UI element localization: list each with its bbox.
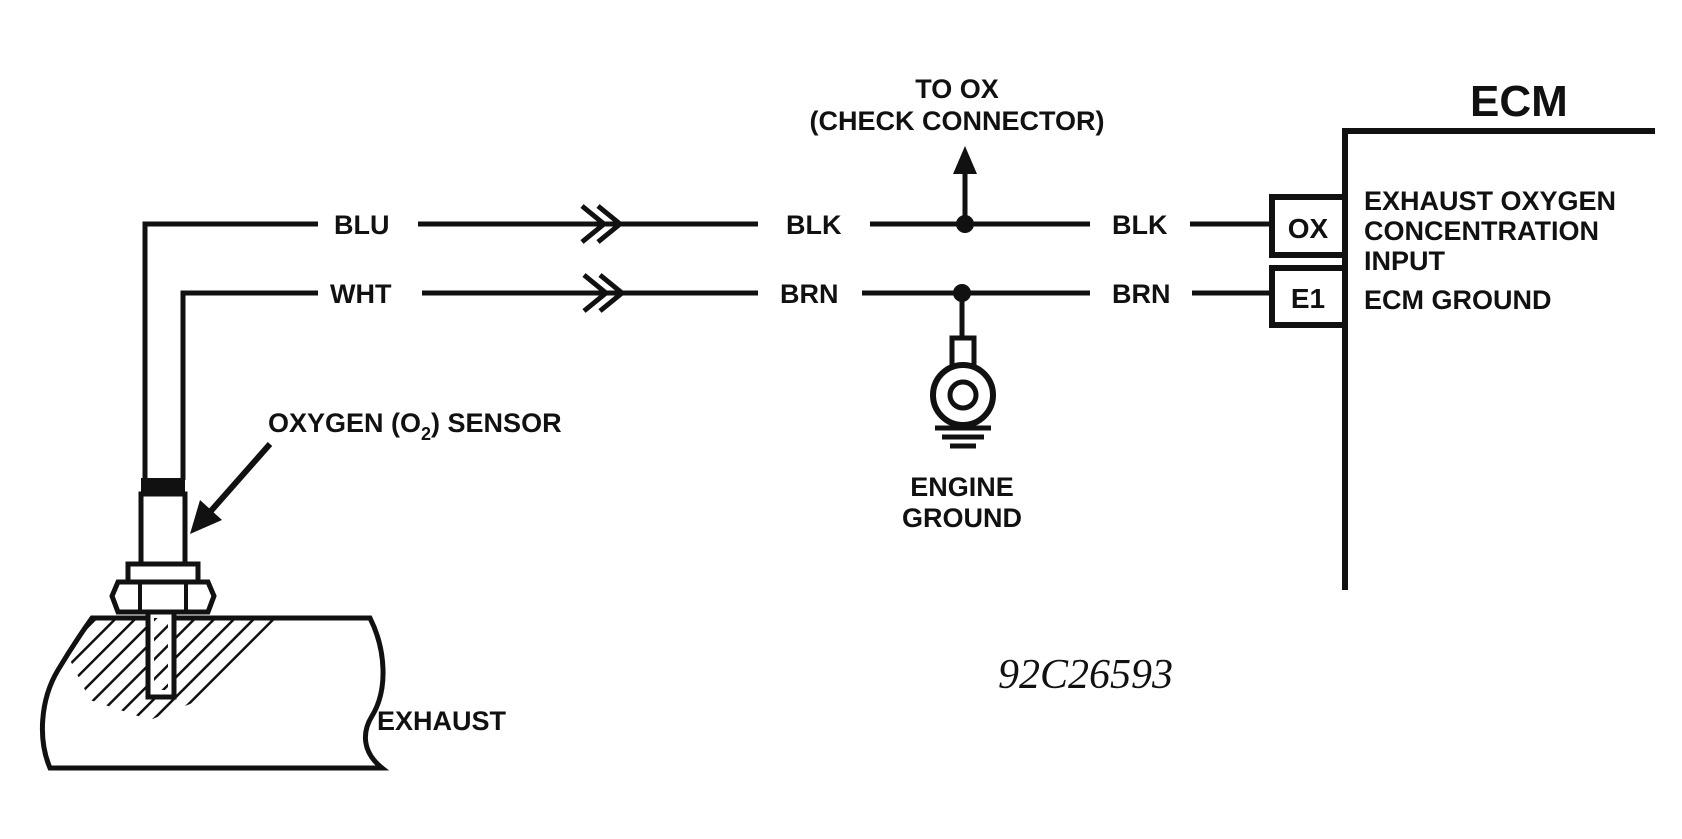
exhaust-label: EXHAUST [377, 706, 507, 736]
e1-pin-label: E1 [1291, 283, 1325, 314]
wire-label-blu: BLU [334, 210, 390, 240]
wire-label-brn-mid: BRN [780, 279, 839, 309]
ox-description-line2: CONCENTRATION [1364, 216, 1599, 246]
signal-wire [142, 146, 1272, 480]
exhaust-pipe [40, 609, 390, 771]
ground-connector-icon [582, 273, 626, 313]
figure-id: 92C26593 [998, 652, 1173, 698]
oxygen-sensor-label: OXYGEN (O2) SENSOR [268, 408, 562, 444]
wire-label-blk-mid: BLK [786, 210, 842, 240]
check-connector-label-line1: TO OX [915, 74, 999, 104]
ox-pin-label: OX [1288, 213, 1329, 244]
engine-ground-label-line1: ENGINE [910, 472, 1014, 502]
ox-description-line1: EXHAUST OXYGEN [1364, 186, 1616, 216]
engine-ground-icon [930, 335, 996, 449]
ecm-title: ECM [1470, 77, 1568, 126]
wire-label-brn-right: BRN [1112, 279, 1171, 309]
ox-description-line3: INPUT [1364, 246, 1446, 276]
ox-pin-terminal: OX [1269, 194, 1348, 258]
check-connector-arrow-icon [953, 146, 977, 174]
oxygen-sensor-icon [109, 478, 217, 615]
e1-description: ECM GROUND [1364, 285, 1552, 315]
wire-label-wht: WHT [330, 279, 392, 309]
wire-label-blk-right: BLK [1112, 210, 1168, 240]
engine-ground-label-line2: GROUND [902, 503, 1022, 533]
e1-pin-terminal: E1 [1269, 265, 1348, 328]
signal-connector-icon [580, 204, 624, 244]
check-connector-label-line2: (CHECK CONNECTOR) [810, 106, 1105, 136]
ground-wire [180, 273, 1272, 480]
sensor-pointer-arrow-icon [190, 442, 273, 534]
